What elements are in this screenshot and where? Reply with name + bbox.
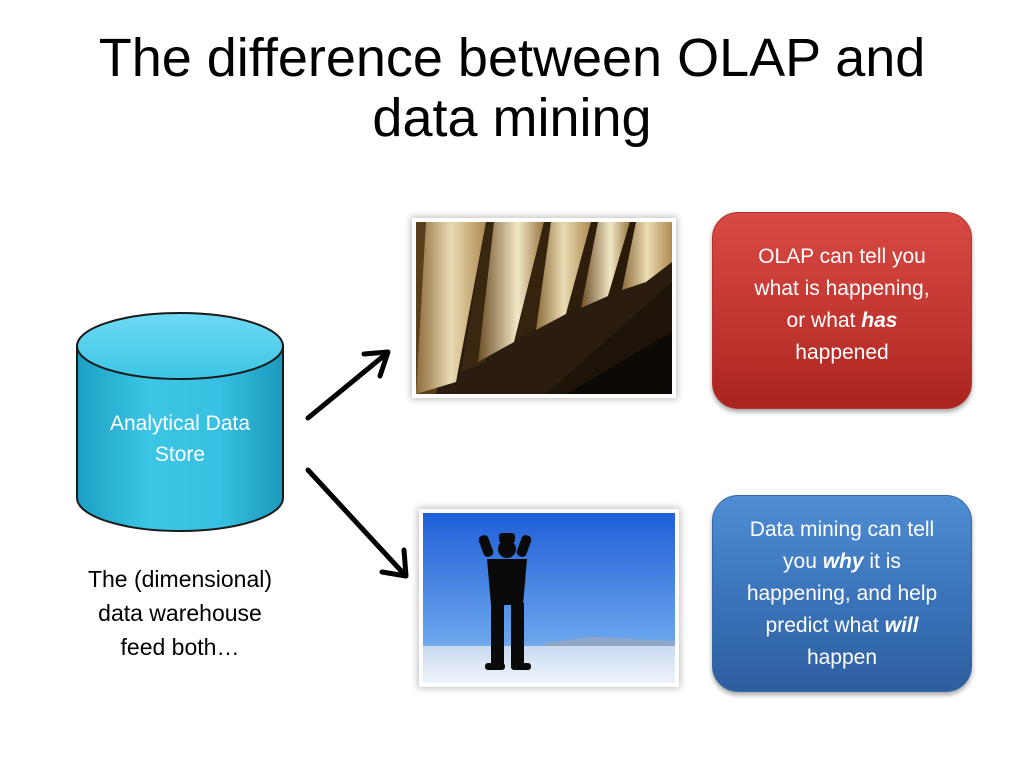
- mining-emphasis-why: why: [822, 549, 864, 573]
- books-photo: [416, 222, 672, 394]
- olap-line-1: OLAP can tell you: [758, 244, 926, 268]
- olap-line-3-text: or what: [786, 308, 862, 332]
- analytical-data-store-cylinder: Analytical Data Store: [74, 308, 286, 534]
- mining-line-1: Data mining can tell: [749, 517, 935, 541]
- data-mining-callout-box: Data mining can tell you why it is happe…: [712, 495, 972, 692]
- olap-line-2: what is happening,: [754, 276, 930, 300]
- arrow-up-right-icon: [305, 349, 391, 421]
- mining-line-2-post: it is: [863, 549, 901, 573]
- title-line-1: The difference between OLAP and: [98, 28, 926, 88]
- title-line-2: data mining: [372, 88, 652, 149]
- cylinder-label-line-1: Analytical Data: [109, 412, 251, 435]
- olap-callout-box: OLAP can tell you what is happening, or …: [712, 212, 972, 409]
- olap-emphasis-has: has: [861, 308, 898, 332]
- cylinder-label-line-2: Store: [154, 443, 206, 466]
- arrow-down-right-icon: [305, 467, 409, 579]
- mining-line-4-pre: predict what: [765, 613, 885, 637]
- caption-line-2: data warehouse: [98, 600, 262, 626]
- olap-line-3: or what has: [731, 305, 953, 337]
- cylinder-label: Analytical Data Store: [74, 408, 286, 470]
- warehouse-caption: The (dimensional) data warehouse feed bo…: [60, 562, 300, 664]
- olap-line-4: happened: [795, 340, 889, 364]
- caption-line-1: The (dimensional): [87, 566, 273, 592]
- mining-line-2: you why it is: [731, 546, 953, 578]
- mining-line-5: happen: [806, 645, 878, 669]
- caption-line-3: feed both…: [120, 634, 240, 660]
- binoculars-man-photo: [423, 513, 675, 683]
- mining-emphasis-will: will: [884, 613, 919, 637]
- mining-line-2-pre: you: [783, 549, 823, 573]
- slide-title: The difference between OLAP and data min…: [40, 28, 984, 149]
- mining-line-4: predict what will: [731, 610, 953, 642]
- mining-line-3: happening, and help: [746, 581, 938, 605]
